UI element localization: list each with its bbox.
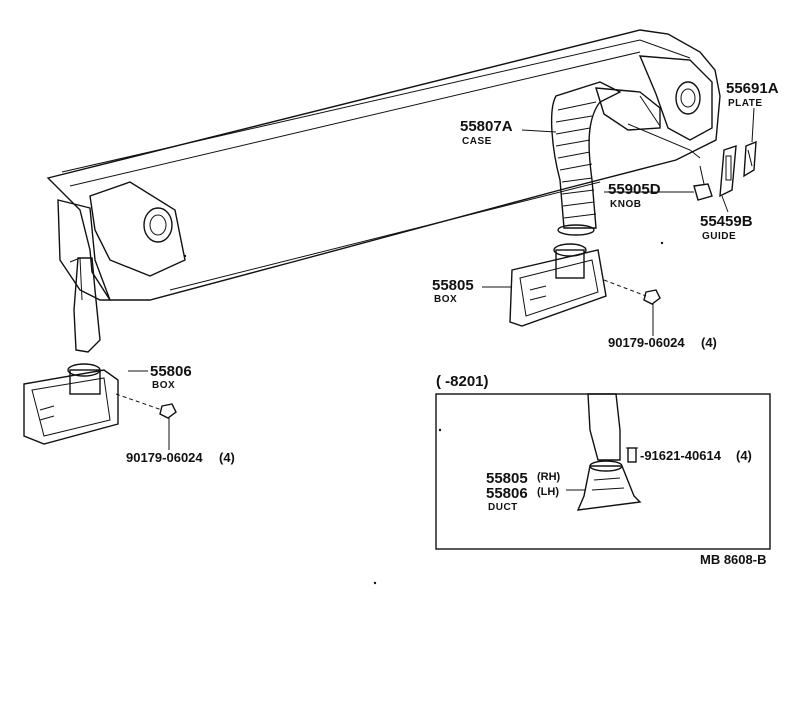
quantity-90179-right: (4): [701, 335, 717, 350]
inset-panel: [435, 393, 771, 550]
right-box-drawing: [509, 243, 661, 327]
side-rh: (RH): [537, 471, 561, 483]
knob-drawing: [693, 165, 713, 201]
part-number-55805-box: 55805: [432, 277, 474, 294]
part-name-plate: PLATE: [728, 98, 763, 109]
guide-drawing: [719, 144, 737, 198]
part-name-box-right: BOX: [434, 294, 457, 305]
quantity-90179-left: (4): [219, 450, 235, 465]
label-90179-left: 90179-06024 (4): [126, 450, 235, 465]
part-number-90179-left: 90179-06024: [126, 450, 203, 465]
label-55805-box: 55805 BOX: [432, 277, 474, 305]
label-55691a: 55691A PLATE: [726, 80, 779, 109]
part-number-55805-duct: 55805: [486, 470, 528, 487]
quantity-91621: (4): [736, 448, 752, 463]
left-box-drawing: [23, 363, 177, 445]
part-number-55806-box: 55806: [150, 363, 192, 380]
label-55806-box: 55806 BOX: [150, 363, 192, 391]
part-name-box-left: BOX: [152, 380, 175, 391]
part-name-guide: GUIDE: [702, 231, 736, 242]
part-name-knob: KNOB: [610, 199, 641, 210]
leader-lines: [128, 107, 755, 450]
part-number-90179-right: 90179-06024: [608, 335, 685, 350]
plate-drawing: [743, 140, 757, 178]
part-number-55806-duct: 55806: [486, 485, 528, 502]
label-91621: -91621-40614 (4): [640, 448, 752, 463]
part-number-55905d: 55905D: [608, 181, 661, 198]
side-lh: (LH): [537, 486, 559, 498]
part-name-duct: DUCT: [488, 502, 518, 513]
case-hose-drawing: [550, 81, 701, 236]
part-number-91621: -91621-40614: [640, 448, 722, 463]
part-name-case: CASE: [462, 136, 492, 147]
inset-range-label: ( -8201): [436, 373, 489, 390]
label-55905d: 55905D KNOB: [608, 181, 661, 210]
label-90179-right: 90179-06024 (4): [608, 335, 717, 350]
label-duct: 55805 (RH) 55806 (LH) DUCT: [486, 470, 561, 513]
part-number-55459b: 55459B: [700, 213, 753, 230]
label-55807a: 55807A CASE: [460, 118, 513, 147]
instrument-panel-drawing: [46, 29, 721, 585]
diagram-code: MB 8608-B: [700, 552, 766, 567]
label-55459b: 55459B GUIDE: [700, 213, 753, 242]
part-number-55807a: 55807A: [460, 118, 513, 135]
part-number-55691a: 55691A: [726, 80, 779, 97]
